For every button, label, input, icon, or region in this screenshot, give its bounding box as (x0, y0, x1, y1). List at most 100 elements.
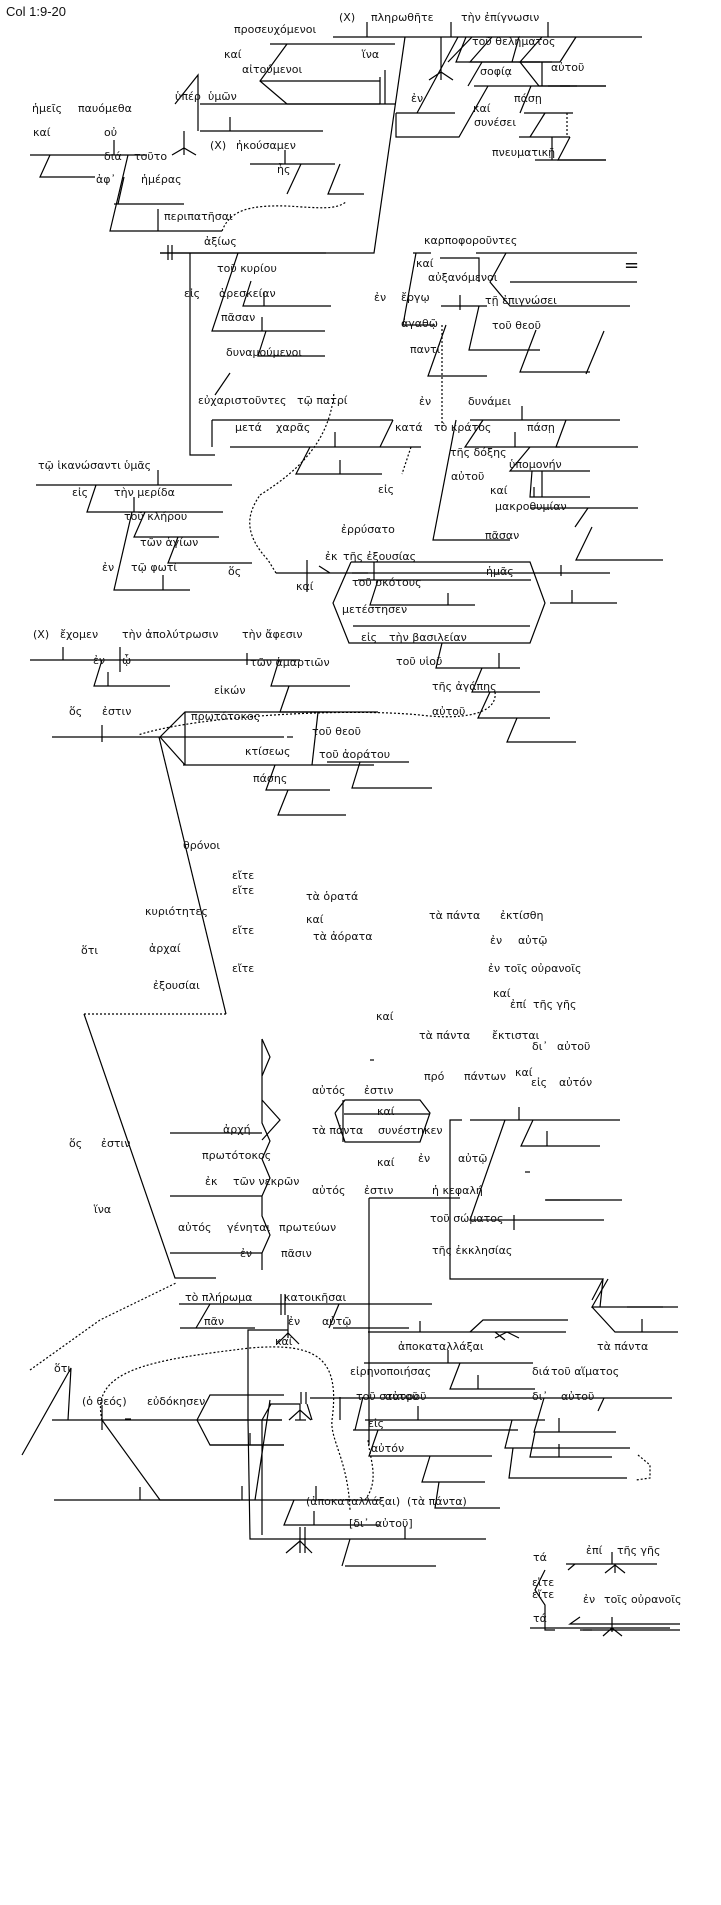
word: τῷ ἱκανώσαντι (38, 459, 121, 472)
word: τὴν βασιλείαν (389, 631, 467, 644)
word: ἀξίως (204, 235, 237, 248)
word: ἐν (374, 291, 387, 304)
word: [δι᾽ (349, 1517, 370, 1530)
word: τοῦ ἀοράτου (319, 748, 391, 761)
word: δι᾽ (532, 1390, 548, 1403)
diagram-line (93, 659, 170, 687)
diagram-line (341, 1538, 351, 1567)
word: εἰς (72, 486, 89, 499)
word: ὑμᾶς (124, 459, 152, 472)
word: ἔκτισται (492, 1029, 540, 1042)
word: τά (533, 1612, 547, 1625)
word: ὅς (228, 565, 242, 578)
diagram-line (449, 1362, 535, 1390)
word: τοῖς οὐρανοῖς (504, 962, 582, 975)
diagram-line (471, 667, 540, 693)
word: καί (515, 1066, 533, 1079)
diagram-line (83, 1013, 216, 1279)
word: τῆς γῆς (533, 998, 577, 1011)
word: σοφίᾳ (480, 65, 512, 78)
word: ἡμᾶς (486, 565, 514, 578)
diagram-line (469, 1319, 568, 1333)
word: τὰ πάντα (429, 909, 481, 922)
word: τῶν νεκρῶν (233, 1175, 300, 1188)
word: καί (224, 48, 242, 61)
diagram-line (334, 1099, 431, 1143)
word: δυνάμει (468, 395, 512, 408)
word: αἰτούμενοι (242, 63, 303, 76)
word: μετέστησεν (342, 603, 408, 616)
word: ἐπί (510, 998, 527, 1011)
word: ὅς (69, 705, 83, 718)
word: θρόνοι (183, 839, 221, 852)
word: αὐτόν (371, 1442, 405, 1455)
word: πᾶσιν (281, 1247, 312, 1260)
word: χαρᾶς (276, 421, 311, 434)
diagram-line (259, 391, 335, 496)
diagram-line (469, 1119, 604, 1221)
word: κτίσεως (245, 745, 291, 758)
diagram-line (604, 1564, 626, 1574)
diagram-line (467, 61, 483, 87)
word: κατά (395, 421, 423, 434)
word: ἐν (418, 1152, 431, 1165)
word: αὐτῷ (322, 1315, 352, 1328)
word: διά (104, 150, 122, 163)
word: μακροθυμίαν (495, 500, 567, 513)
word: τοῦ κυρίου (217, 262, 277, 275)
word: τὰ πάντα (419, 1029, 471, 1042)
diagram-line (568, 1616, 680, 1625)
diagram-line (286, 163, 302, 195)
word: εἴτε (232, 869, 255, 882)
word: καί (416, 257, 434, 270)
diagram-line (242, 280, 331, 307)
word: τῆς δόξης (450, 446, 507, 459)
word: εἰκών (214, 684, 246, 697)
word: πληρωθῆτε (371, 11, 434, 24)
diagram-line (29, 1282, 177, 1371)
word: αὐτοῦ (451, 470, 485, 483)
word: τοῖς οὐρανοῖς (604, 1593, 682, 1606)
word: ὅς (69, 1137, 83, 1150)
word: ἀρχαί (149, 942, 181, 955)
word: αὐξανόμενοι (428, 271, 498, 284)
diagram-line (555, 419, 638, 448)
word: αὐτοῦ (432, 705, 466, 718)
diagram-line (534, 1569, 555, 1631)
word: αὐτοῦ (561, 1390, 595, 1403)
diagram-line (113, 511, 190, 591)
word: ἐν (488, 962, 501, 975)
word: ἐν (93, 654, 106, 667)
word: τοῦ σώματος (430, 1212, 504, 1225)
word: πᾶν (204, 1315, 225, 1328)
word: ἐκ (325, 550, 338, 563)
word: ἠκούσαμεν (236, 139, 296, 152)
diagram-line (277, 789, 346, 816)
word: ἵνα (362, 48, 380, 61)
word: ἧς (277, 163, 291, 176)
word: αὐτός (312, 1084, 346, 1097)
word: εἴτε (232, 884, 255, 897)
word: περιπατῆσαι (164, 210, 233, 223)
diagram-line (214, 372, 231, 396)
word: εἴτε (232, 962, 255, 975)
word: ὅτι (54, 1362, 72, 1375)
diagram-line (288, 1409, 312, 1421)
diagram-line (428, 71, 454, 81)
diagram-line (276, 1332, 300, 1345)
word: τὸ πλήρωμα (185, 1291, 253, 1304)
diagram-line (318, 565, 331, 574)
word: αὐτός (178, 1221, 212, 1234)
diagram-line (364, 1439, 374, 1501)
diagram-line (421, 1455, 485, 1483)
word: ἡμέρας (141, 173, 182, 186)
diagram-line (270, 659, 350, 687)
diagram-line (447, 36, 473, 63)
word: ἔργῳ (401, 291, 430, 304)
word: πρωτεύων (279, 1221, 337, 1234)
word: καί (473, 102, 491, 115)
word: τοῦ αἵματος (551, 1365, 620, 1378)
diagram-line (508, 446, 590, 472)
word: κατοικῆσαι (284, 1291, 347, 1304)
